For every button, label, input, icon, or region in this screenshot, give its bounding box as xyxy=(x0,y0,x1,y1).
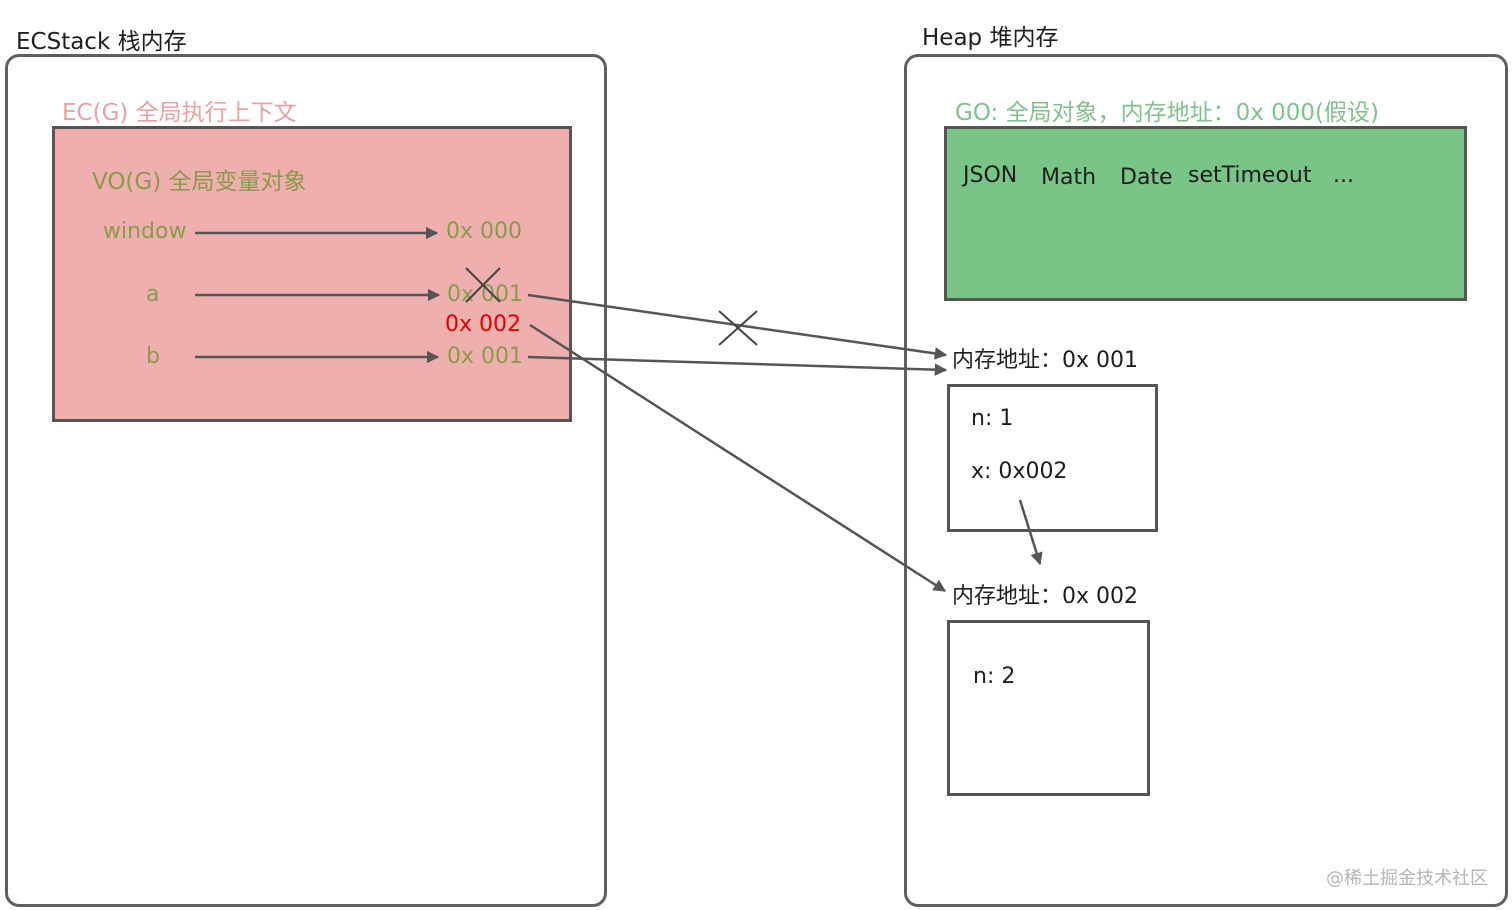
var-b-name: b xyxy=(146,344,160,369)
cross-a-old-value xyxy=(465,267,501,303)
arrow-a-old-to-heap-1 xyxy=(527,293,948,360)
arrow-b-to-heap-1 xyxy=(527,355,948,376)
heap-object-2-prop-n: n: 2 xyxy=(973,664,1016,689)
ec-global-box xyxy=(52,126,572,422)
heap-object-1-box xyxy=(947,384,1158,532)
cross-a-old-link xyxy=(718,310,758,346)
var-b-value: 0x 001 xyxy=(447,344,524,369)
var-window-name: window xyxy=(103,219,187,244)
go-label: GO: 全局对象，内存地址：0x 000(假设) xyxy=(955,100,1379,126)
heap-object-2-box xyxy=(947,620,1150,796)
var-a-new-value: 0x 002 xyxy=(445,312,522,337)
arrow-x-to-heap-2 xyxy=(1018,499,1043,566)
builtin-json: JSON xyxy=(963,163,1018,188)
builtin-date: Date xyxy=(1120,165,1173,190)
stack-title: ECStack 栈内存 xyxy=(16,29,187,55)
var-a-name: a xyxy=(146,282,160,307)
heap-object-1-address: 内存地址：0x 001 xyxy=(952,348,1139,373)
heap-title: Heap 堆内存 xyxy=(922,25,1059,51)
watermark: @稀土掘金技术社区 xyxy=(1326,868,1488,889)
vo-label: VO(G) 全局变量对象 xyxy=(92,169,307,195)
builtin-settimeout: setTimeout xyxy=(1188,163,1312,188)
heap-object-2-address: 内存地址：0x 002 xyxy=(952,584,1139,609)
var-window-value: 0x 000 xyxy=(446,219,523,244)
arrow-a-new-to-heap-2 xyxy=(529,323,947,593)
heap-object-1-prop-n: n: 1 xyxy=(971,406,1014,431)
heap-object-1-prop-x: x: 0x002 xyxy=(971,459,1068,484)
ec-label: EC(G) 全局执行上下文 xyxy=(62,100,297,126)
go-box xyxy=(944,126,1467,301)
builtin-ellipsis: ... xyxy=(1333,163,1354,188)
builtin-math: Math xyxy=(1041,165,1097,190)
